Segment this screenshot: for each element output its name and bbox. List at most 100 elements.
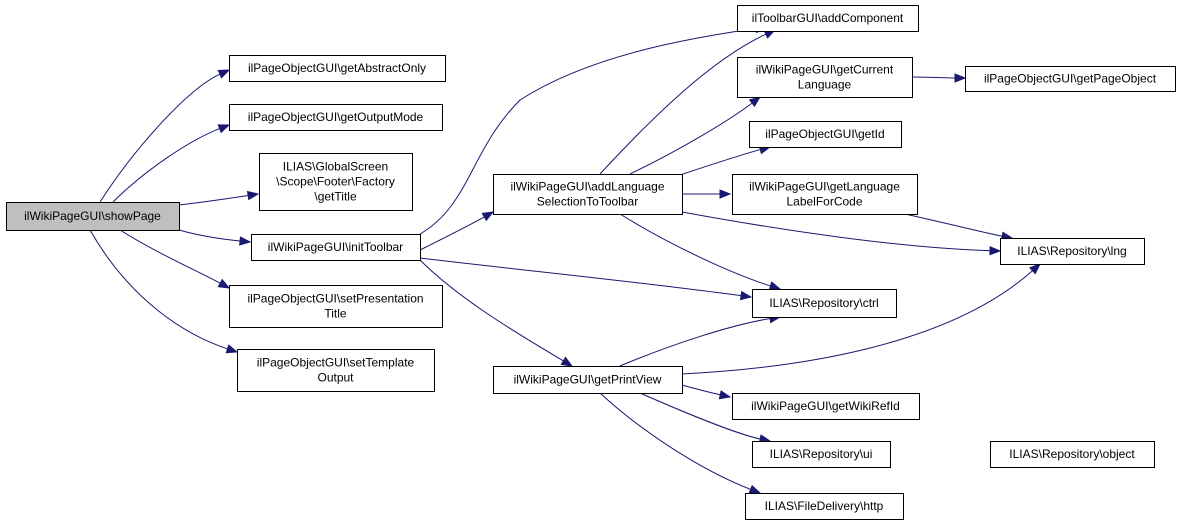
- arrowhead: [225, 344, 239, 354]
- node-box: [749, 121, 902, 148]
- node-pageobj[interactable]: ilPageObjectGUI\getPageObject: [965, 66, 1176, 92]
- node-outputmode[interactable]: ilPageObjectGUI\getOutputMode: [229, 104, 443, 131]
- arrowhead: [246, 190, 260, 201]
- edge-line: [681, 384, 722, 396]
- node-box: [737, 57, 913, 98]
- node-addcomp[interactable]: ilToolbarGUI\addComponent: [737, 5, 919, 32]
- edge-line: [119, 229, 222, 285]
- node-label-line: ilWikiPageGUI\initToolbar: [268, 240, 403, 254]
- arrowhead: [217, 278, 231, 289]
- node-root[interactable]: ilWikiPageGUI\showPage: [6, 202, 180, 231]
- arrowhead: [560, 356, 574, 367]
- edge-line: [619, 213, 772, 287]
- edge-printview-to-wikiref: [681, 384, 732, 400]
- edge-line: [99, 73, 222, 203]
- edge-line: [911, 76, 957, 79]
- edge-root-to-settemplate: [89, 229, 239, 354]
- arrowhead: [217, 69, 231, 79]
- edge-line: [419, 27, 758, 235]
- edge-line: [679, 148, 762, 176]
- node-label-line: ilPageObjectGUI\getOutputMode: [248, 110, 424, 124]
- arrowhead: [718, 390, 732, 400]
- node-box: [229, 104, 443, 131]
- node-inittoolbar[interactable]: ilWikiPageGUI\initToolbar: [251, 234, 421, 261]
- edge-addlang-to-curlang: [629, 96, 762, 175]
- node-label-line: ilPageObjectGUI\setTemplate: [257, 356, 415, 370]
- node-box: [6, 202, 180, 231]
- node-label-line: ilToolbarGUI\addComponent: [752, 11, 904, 25]
- node-label-line: Output: [317, 371, 354, 385]
- node-abstract[interactable]: ilPageObjectGUI\getAbstractOnly: [229, 55, 446, 82]
- edge-line: [681, 269, 1034, 375]
- edge-inittoolbar-to-printview: [419, 259, 574, 367]
- arrowhead: [481, 211, 495, 222]
- node-ui[interactable]: ILIAS\Repository\ui: [752, 441, 891, 468]
- edge-root-to-abstract: [99, 69, 231, 203]
- node-box: [745, 493, 904, 520]
- node-ctrl[interactable]: ILIAS\Repository\ctrl: [752, 289, 897, 318]
- node-box: [237, 349, 435, 392]
- node-label-line: ilWikiPageGUI\getWikiRefId: [751, 399, 900, 413]
- node-label-line: \Scope\Footer\Factory: [276, 175, 395, 189]
- edge-root-to-inittoolbar: [178, 229, 252, 246]
- arrowhead: [719, 189, 732, 199]
- edge-line: [112, 127, 221, 203]
- arrowhead: [768, 281, 782, 291]
- node-footer[interactable]: ILIAS\GlobalScreen\Scope\Footer\Factory\…: [259, 153, 413, 211]
- node-label-line: ilPageObjectGUI\setPresentation: [247, 292, 423, 306]
- node-label-line: Language: [798, 78, 852, 92]
- node-box: [493, 174, 683, 215]
- edge-line: [619, 317, 772, 367]
- node-http[interactable]: ILIAS\FileDelivery\http: [745, 493, 904, 520]
- node-label-line: ilWikiPageGUI\getLanguage: [749, 180, 900, 194]
- arrowhead: [748, 96, 762, 108]
- edge-curlang-to-pageobj: [911, 73, 967, 83]
- edge-printview-to-lng: [681, 263, 1042, 375]
- node-addlang[interactable]: ilWikiPageGUI\addLanguageSelectionToTool…: [493, 174, 683, 215]
- node-box: [737, 5, 919, 32]
- node-box: [229, 55, 446, 82]
- node-lng[interactable]: ILIAS\Repository\lng: [1000, 238, 1145, 265]
- node-label-line: ilWikiPageGUI\addLanguage: [510, 180, 664, 194]
- node-box: [229, 285, 443, 328]
- arrowhead: [989, 245, 1002, 256]
- node-label-line: ilPageObjectGUI\getPageObject: [984, 72, 1157, 86]
- node-label-line: Title: [324, 307, 347, 321]
- edge-inittoolbar-to-addlang: [419, 211, 495, 251]
- arrowhead: [1029, 263, 1042, 275]
- node-label-line: ILIAS\Repository\ui: [770, 447, 873, 461]
- edge-langlabel-to-lng: [904, 213, 1014, 241]
- node-label-line: LabelForCode: [786, 195, 862, 209]
- arrowhead: [954, 73, 967, 83]
- node-label-line: ilWikiPageGUI\getPrintView: [514, 373, 662, 387]
- node-box: [251, 234, 421, 261]
- nodes-layer: ilWikiPageGUI\showPage ilPageObjectGUI\ge…: [6, 5, 1176, 520]
- node-label-line: ILIAS\Repository\object: [1009, 447, 1135, 461]
- node-box: [1000, 238, 1145, 265]
- node-object[interactable]: ILIAS\Repository\object: [990, 441, 1155, 468]
- node-wikiref[interactable]: ilWikiPageGUI\getWikiRefId: [732, 393, 920, 420]
- edge-addlang-to-langlabel: [681, 189, 732, 199]
- edge-line: [599, 392, 752, 491]
- node-label-line: ilWikiPageGUI\getCurrent: [756, 63, 894, 77]
- edge-line: [904, 213, 1004, 237]
- edge-inittoolbar-to-ctrl: [419, 257, 753, 301]
- edge-line: [419, 215, 486, 251]
- edge-root-to-setpres: [119, 229, 231, 289]
- edges-layer: [89, 23, 1042, 494]
- node-box: [493, 366, 683, 394]
- node-printview[interactable]: ilWikiPageGUI\getPrintView: [493, 366, 683, 394]
- edge-addlang-to-lng: [681, 211, 1002, 256]
- arrowhead: [748, 484, 762, 494]
- edge-line: [599, 33, 768, 175]
- node-getid[interactable]: ilPageObjectGUI\getId: [749, 121, 902, 148]
- edge-root-to-footer: [178, 190, 260, 206]
- edge-line: [681, 211, 992, 252]
- arrowhead: [239, 236, 252, 246]
- node-label-line: SelectionToToolbar: [537, 195, 638, 209]
